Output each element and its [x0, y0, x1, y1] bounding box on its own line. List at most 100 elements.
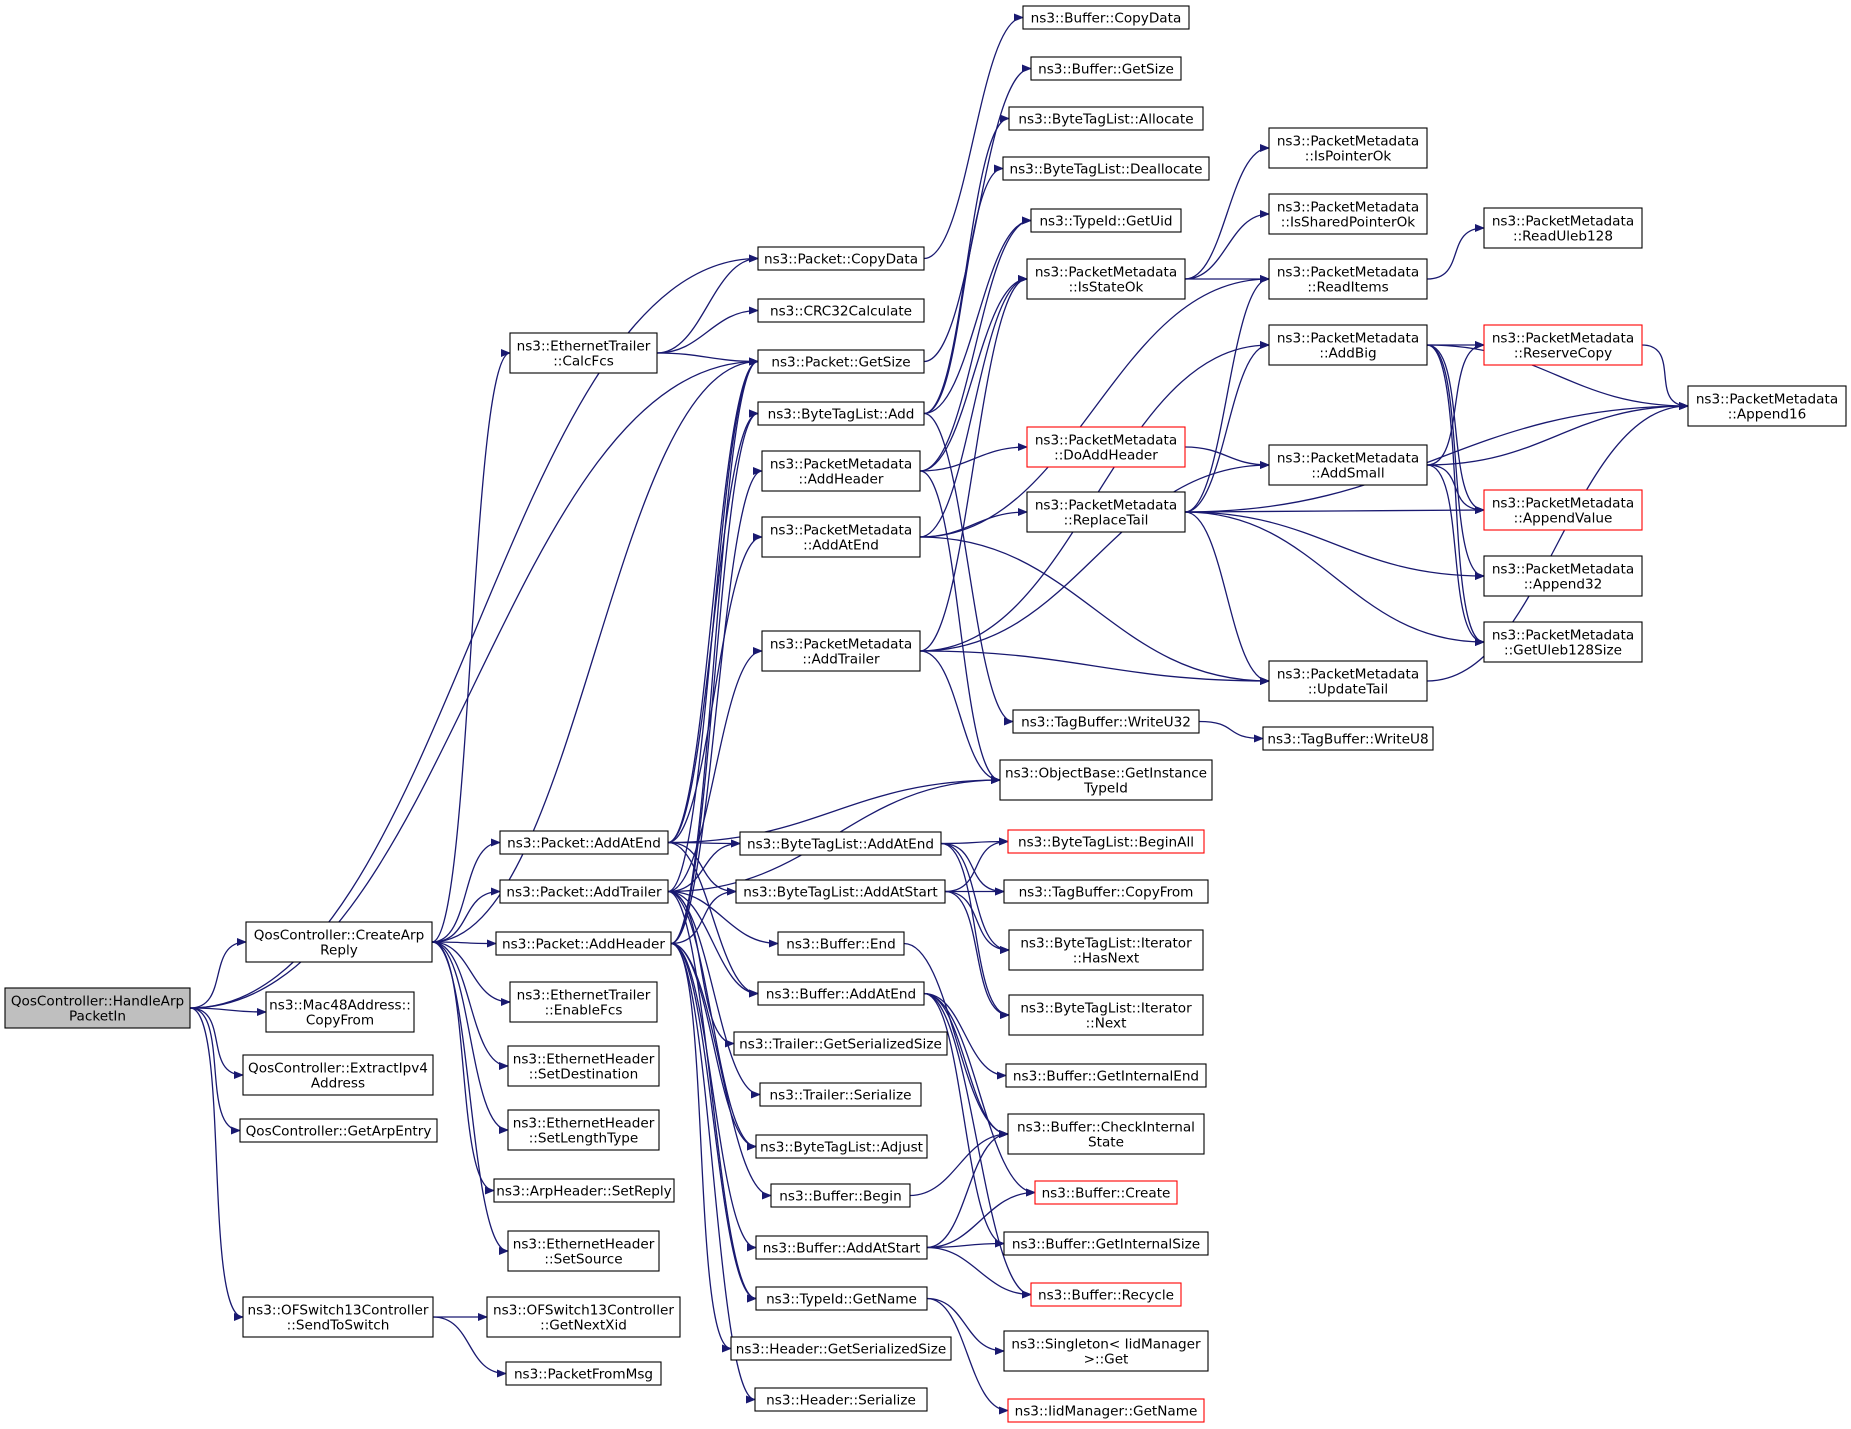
node-btl-deallocate[interactable]: ns3::ByteTagList::Deallocate	[1002, 156, 1210, 181]
node-tagbuffer-write-u8[interactable]: ns3::TagBuffer::WriteU8	[1262, 726, 1434, 751]
edge-pm_add_at_end-to-pm_replace_tail	[919, 508, 1028, 538]
node-pm-append-value[interactable]: ns3::PacketMetadata::AppendValue	[1483, 489, 1643, 531]
edge-buffer_add_at_start-to-buffer_create	[926, 1188, 1036, 1249]
node-ethernet-trailer-calcfcs[interactable]: ns3::EthernetTrailer::CalcFcs	[509, 332, 658, 374]
node-btl-add-at-end[interactable]: ns3::ByteTagList::AddAtEnd	[739, 831, 942, 856]
node-box	[777, 931, 905, 956]
node-pm-is-state-ok[interactable]: ns3::PacketMetadata::IsStateOk	[1026, 258, 1186, 300]
node-crc32[interactable]: ns3::CRC32Calculate	[757, 298, 925, 323]
node-packet-add-header[interactable]: ns3::Packet::AddHeader	[495, 931, 672, 956]
node-box	[505, 1361, 662, 1386]
node-buffer-add-at-end[interactable]: ns3::Buffer::AddAtEnd	[757, 981, 925, 1006]
node-buffer-recycle[interactable]: ns3::Buffer::Recycle	[1030, 1282, 1182, 1307]
node-header-get-ser-size[interactable]: ns3::Header::GetSerializedSize	[730, 1336, 952, 1361]
node-pm-update-tail[interactable]: ns3::PacketMetadata::UpdateTail	[1268, 660, 1428, 702]
node-pm-add-at-end[interactable]: ns3::PacketMetadata::AddAtEnd	[761, 516, 921, 558]
node-btl-add-at-start[interactable]: ns3::ByteTagList::AddAtStart	[735, 879, 946, 904]
edge-create_arp_reply-to-arp_header_setreply	[431, 941, 495, 1195]
edge-create_arp_reply-to-ethernet_header_setlen	[431, 941, 509, 1134]
node-mac48-copy-from[interactable]: ns3::Mac48Address::CopyFrom	[265, 991, 415, 1033]
node-ethernet-header-setsrc[interactable]: ns3::EthernetHeader::SetSource	[507, 1230, 660, 1272]
node-packet-get-size[interactable]: ns3::Packet::GetSize	[757, 349, 925, 374]
node-pm-get-uleb128-size[interactable]: ns3::PacketMetadata::GetUleb128Size	[1483, 621, 1643, 663]
node-label: ns3::Packet::GetSize	[771, 355, 910, 371]
node-buffer-get-internal-end[interactable]: ns3::Buffer::GetInternalEnd	[1005, 1063, 1207, 1088]
node-btl-iter-next[interactable]: ns3::ByteTagList::Iterator::Next	[1008, 994, 1204, 1036]
node-btl-adjust[interactable]: ns3::ByteTagList::Adjust	[755, 1134, 928, 1159]
node-label: ns3::PacketMetadata	[1696, 392, 1838, 408]
node-label: ns3::PacketFromMsg	[514, 1367, 653, 1383]
node-buffer-add-at-start[interactable]: ns3::Buffer::AddAtStart	[755, 1235, 928, 1260]
node-label: ns3::TagBuffer::CopyFrom	[1019, 885, 1194, 901]
node-arp-header-setreply[interactable]: ns3::ArpHeader::SetReply	[493, 1178, 675, 1203]
node-pm-do-add-header[interactable]: ns3::PacketMetadata::DoAddHeader	[1026, 426, 1186, 468]
node-btl-begin-all[interactable]: ns3::ByteTagList::BeginAll	[1007, 829, 1205, 854]
node-pm-read-uleb128[interactable]: ns3::PacketMetadata::ReadUleb128	[1483, 207, 1643, 249]
node-bytetaglist-add[interactable]: ns3::ByteTagList::Add	[757, 401, 925, 426]
node-box	[1030, 1282, 1182, 1307]
node-label: ns3::Buffer::CopyData	[1031, 11, 1182, 27]
node-buffer-copy-data[interactable]: ns3::Buffer::CopyData	[1022, 5, 1190, 30]
node-label: ::IsSharedPointerOk	[1281, 215, 1416, 231]
edge-pm_replace_tail-to-pm_get_uleb128_size	[1184, 511, 1485, 646]
node-ethernet-trailer-enablefcs[interactable]: ns3::EthernetTrailer::EnableFcs	[509, 981, 658, 1023]
node-buffer-end[interactable]: ns3::Buffer::End	[777, 931, 905, 956]
node-box	[507, 1045, 660, 1087]
node-typeid-get-uid[interactable]: ns3::TypeId::GetUid	[1030, 208, 1182, 233]
node-label: ns3::PacketMetadata	[1035, 498, 1177, 514]
node-pm-reserve-copy[interactable]: ns3::PacketMetadata::ReserveCopy	[1483, 324, 1643, 366]
node-ethernet-header-setdest[interactable]: ns3::EthernetHeader::SetDestination	[507, 1045, 660, 1087]
node-packet-add-trailer[interactable]: ns3::Packet::AddTrailer	[499, 879, 669, 904]
node-trailer-serialize[interactable]: ns3::Trailer::Serialize	[759, 1082, 922, 1107]
node-header-serialize[interactable]: ns3::Header::Serialize	[754, 1387, 928, 1412]
node-box	[1268, 193, 1428, 235]
node-box	[1268, 660, 1428, 702]
node-pm-read-items[interactable]: ns3::PacketMetadata::ReadItems	[1268, 258, 1428, 300]
node-box	[493, 1178, 675, 1203]
node-get-next-xid[interactable]: ns3::OFSwitch13Controller::GetNextXid	[486, 1296, 681, 1338]
edge-packet_add_trailer-to-btl_adjust	[667, 890, 757, 1151]
node-send-to-switch[interactable]: ns3::OFSwitch13Controller::SendToSwitch	[242, 1296, 434, 1338]
edge-btl_add_at_start-to-btl_begin_all	[944, 837, 1009, 893]
node-pm-append32[interactable]: ns3::PacketMetadata::Append32	[1483, 555, 1643, 597]
node-packet-from-msg[interactable]: ns3::PacketFromMsg	[505, 1361, 662, 1386]
node-label: ns3::Trailer::GetSerializedSize	[739, 1037, 942, 1053]
node-singleton-get[interactable]: ns3::Singleton< IidManager>::Get	[1003, 1330, 1209, 1372]
node-buffer-get-size[interactable]: ns3::Buffer::GetSize	[1030, 56, 1182, 81]
node-tagbuffer-write-u32[interactable]: ns3::TagBuffer::WriteU32	[1012, 709, 1200, 734]
node-buffer-begin[interactable]: ns3::Buffer::Begin	[770, 1183, 911, 1208]
node-iidmanager-get-name[interactable]: ns3::IidManager::GetName	[1007, 1398, 1205, 1423]
node-pm-replace-tail[interactable]: ns3::PacketMetadata::ReplaceTail	[1026, 491, 1186, 533]
node-label: ns3::PacketMetadata	[770, 523, 912, 539]
node-buffer-get-internal-size[interactable]: ns3::Buffer::GetInternalSize	[1003, 1231, 1209, 1256]
node-pm-add-small[interactable]: ns3::PacketMetadata::AddSmall	[1268, 444, 1428, 486]
node-ethernet-header-setlen[interactable]: ns3::EthernetHeader::SetLengthType	[507, 1109, 660, 1151]
node-pm-is-pointer-ok[interactable]: ns3::PacketMetadata::IsPointerOk	[1268, 127, 1428, 169]
node-trailer-get-ser-size[interactable]: ns3::Trailer::GetSerializedSize	[733, 1031, 948, 1056]
edge-tagbuffer_write_u32-to-tagbuffer_write_u8	[1198, 720, 1264, 743]
node-pm-add-big[interactable]: ns3::PacketMetadata::AddBig	[1268, 324, 1428, 366]
node-box	[755, 1134, 928, 1159]
node-label: ns3::PacketMetadata	[1492, 562, 1634, 578]
node-pm-append16[interactable]: ns3::PacketMetadata::Append16	[1687, 385, 1847, 427]
node-get-arp-entry[interactable]: QosController::GetArpEntry	[239, 1118, 438, 1143]
node-label: ns3::PacketMetadata	[770, 637, 912, 653]
node-buffer-create[interactable]: ns3::Buffer::Create	[1034, 1180, 1178, 1205]
node-tagbuffer-copy-from[interactable]: ns3::TagBuffer::CopyFrom	[1003, 879, 1209, 904]
node-pm-add-trailer[interactable]: ns3::PacketMetadata::AddTrailer	[761, 630, 921, 672]
node-pm-add-header[interactable]: ns3::PacketMetadata::AddHeader	[761, 450, 921, 492]
node-btl-allocate[interactable]: ns3::ByteTagList::Allocate	[1008, 106, 1204, 131]
node-box	[239, 1118, 438, 1143]
node-btl-iter-has-next[interactable]: ns3::ByteTagList::Iterator::HasNext	[1008, 929, 1204, 971]
node-typeid-get-name[interactable]: ns3::TypeId::GetName	[755, 1286, 928, 1311]
node-packet-add-at-end[interactable]: ns3::Packet::AddAtEnd	[499, 830, 669, 855]
edge-packet_add_header-to-btl_adjust	[670, 942, 757, 1151]
node-packet-copy-data[interactable]: ns3::Packet::CopyData	[757, 246, 925, 271]
node-pm-is-shared-pointer-ok[interactable]: ns3::PacketMetadata::IsSharedPointerOk	[1268, 193, 1428, 235]
node-box	[1003, 1330, 1209, 1372]
